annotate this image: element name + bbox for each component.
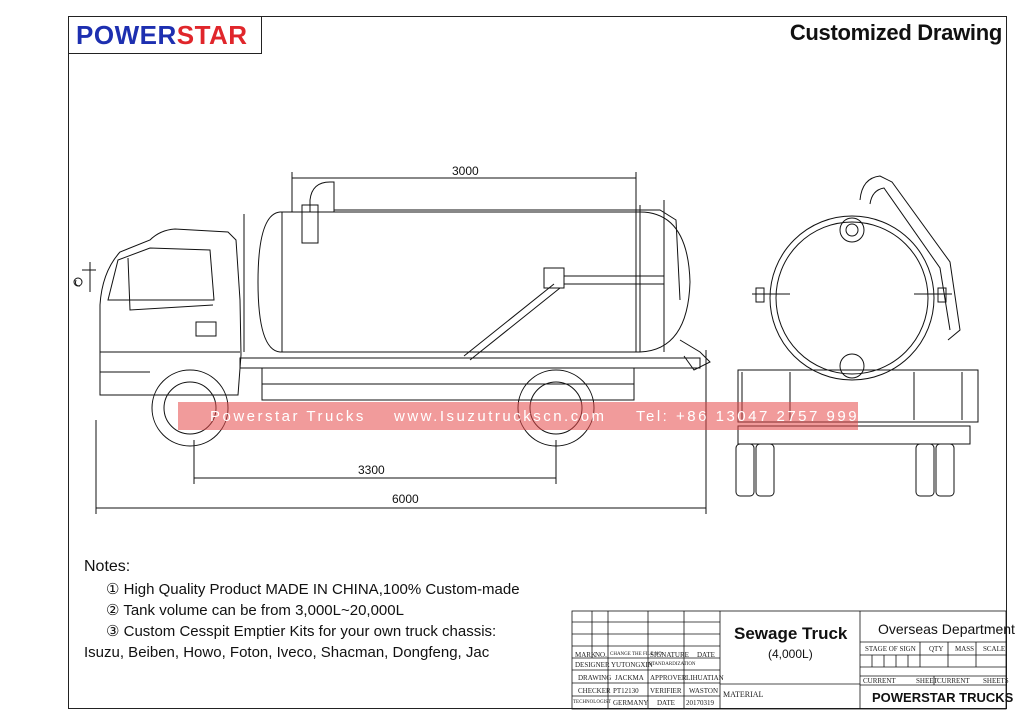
product-name: Sewage Truck <box>734 624 848 643</box>
manhole-icon <box>839 217 865 243</box>
tank-body <box>257 211 691 353</box>
tb-designer-label: DESIGNER <box>575 661 610 669</box>
tb-mass: MASS <box>955 645 975 653</box>
tb-drawing-value: JACKMA <box>615 674 644 682</box>
tb-designer-value: YUTONGXIN <box>611 661 653 669</box>
tb-technologist-value: GERMANY <box>613 699 649 707</box>
dim-tank-length: 3000 <box>452 164 479 178</box>
side-view-truck <box>73 172 711 514</box>
tb-drawing-label: DRAWING <box>578 674 612 682</box>
drawing-title: Customized Drawing <box>789 20 1002 45</box>
tb-standardization: STANDARDIZATION <box>649 662 696 667</box>
powerstar-logo: POWERSTAR <box>76 20 248 50</box>
tb-qty: QTY <box>929 645 944 653</box>
watermark-phone: Tel: +86 13047 2757 999 <box>636 408 860 425</box>
tb-change-file: CHANGE THE FILE NO. <box>610 652 664 657</box>
tb-date-label: DATE <box>657 699 675 707</box>
drawing-frame <box>68 16 1007 709</box>
note-1: ① High Quality Product MADE IN CHINA,100… <box>106 581 520 598</box>
tb-current-2: CURRENT <box>937 677 970 685</box>
tb-mark: MARK <box>575 651 597 659</box>
cab-window <box>107 247 215 301</box>
tb-date-value: 20170319 <box>686 699 714 707</box>
tb-scale: SCALE <box>983 645 1006 653</box>
notes-header: Notes: <box>84 558 131 575</box>
tb-sheets: SHEETS <box>983 677 1009 685</box>
note-2: ② Tank volume can be from 3,000L~20,000L <box>106 602 404 619</box>
door-handle <box>195 321 217 337</box>
tb-no: NO. <box>595 651 607 659</box>
tb-verifier-label: VERIFIER <box>650 687 682 695</box>
note-4: Isuzu, Beiben, Howo, Foton, Iveco, Shacm… <box>84 644 490 661</box>
mirror-icon <box>73 277 83 287</box>
note-3: ③ Custom Cesspit Emptier Kits for your o… <box>106 623 497 640</box>
tb-checker-value: PT12130 <box>613 687 639 695</box>
department-name: Overseas Department <box>878 621 1015 637</box>
dim-overall-length: 6000 <box>392 492 419 506</box>
vacuum-pump <box>301 204 319 244</box>
tb-technologist-label: TECHNOLOGIST <box>573 700 612 705</box>
rear-valve <box>679 339 711 371</box>
rear-view-truck <box>735 175 979 497</box>
tank-rear-circle <box>769 215 935 381</box>
notes-section: Notes: ① High Quality Product MADE IN CH… <box>84 556 520 663</box>
cab-outline <box>99 228 242 396</box>
product-capacity: (4,000L) <box>768 647 813 661</box>
watermark-band <box>178 402 858 430</box>
material-label: MATERIAL <box>723 690 764 699</box>
tb-sheet: SHEET <box>916 677 938 685</box>
tb-stage-of-sign: STAGE OF SIGN <box>865 645 916 653</box>
tb-approver-label: APPROVER <box>650 674 687 682</box>
tb-checker-label: CHECKER <box>578 687 611 695</box>
company-name: POWERSTAR TRUCKS <box>872 690 1014 705</box>
dim-wheelbase: 3300 <box>358 463 385 477</box>
watermark-company: Powerstar Trucks <box>210 408 366 425</box>
tb-signature: SIGNATURE <box>650 651 689 659</box>
tb-current-1: CURRENT <box>863 677 896 685</box>
watermark-website: www.Isuzutruckscn.com <box>394 408 607 425</box>
logo-box: POWERSTAR <box>68 16 262 54</box>
tb-verifier-value: WASTON <box>689 687 719 695</box>
tb-approver-value: LIHUATIAN <box>686 674 724 682</box>
title-block-grid <box>571 610 1007 710</box>
tb-date: DATE <box>697 651 715 659</box>
